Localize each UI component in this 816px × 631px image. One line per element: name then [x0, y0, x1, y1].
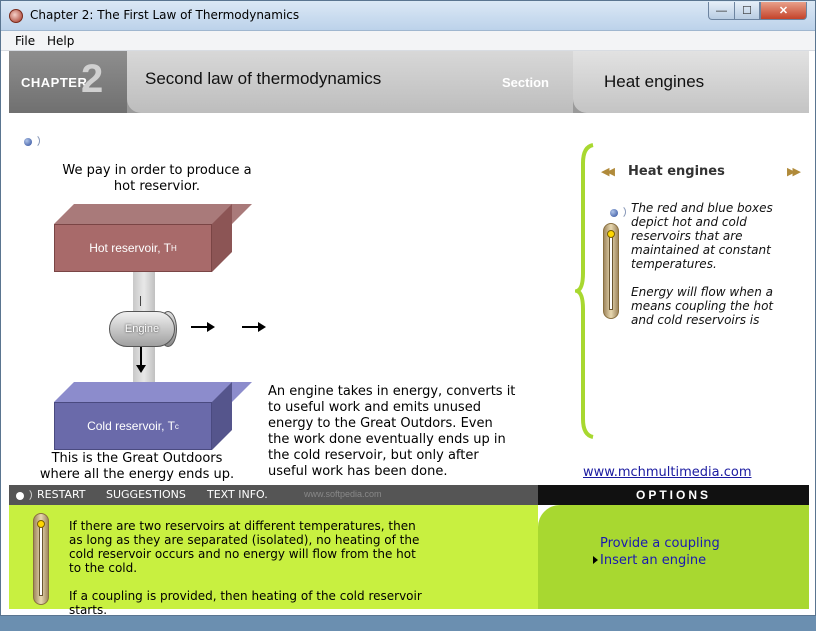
prev-icon[interactable]: ◀◀	[601, 166, 615, 178]
info-scrollbar[interactable]	[33, 513, 49, 605]
flow-tick	[140, 296, 141, 306]
panel-text: The red and blue boxes depict hot and co…	[631, 201, 791, 341]
cold-reservoir-side	[212, 382, 232, 450]
menu-bar: File Help	[1, 31, 815, 51]
options-panel: Provide a coupling Insert an engine	[538, 505, 809, 609]
info-paragraph-1: If there are two reservoirs at different…	[69, 519, 420, 575]
chapter-label: CHAPTER	[21, 75, 88, 90]
info-paragraph-2: If a coupling is provided, then heating …	[69, 589, 422, 617]
panel-speaker-icon[interactable]	[610, 204, 626, 220]
panel-scrollbar[interactable]	[603, 223, 619, 319]
panel-scroll-thumb[interactable]	[607, 230, 615, 238]
hot-reservoir-side	[212, 204, 232, 272]
cold-reservoir-subscript: c	[174, 421, 179, 431]
title-box: Second law of thermodynamics Section	[127, 51, 573, 113]
menu-file[interactable]: File	[15, 34, 36, 48]
minimize-button[interactable]: —	[708, 2, 735, 20]
app-window: Chapter 2: The First Law of Thermodynami…	[0, 0, 816, 617]
top-caption: We pay in order to produce a hot reservi…	[62, 163, 252, 194]
info-scroll-track	[39, 526, 43, 596]
options-header: OPTIONS	[538, 485, 809, 505]
flow-down-arrow	[136, 347, 146, 373]
window-title: Chapter 2: The First Law of Thermodynami…	[30, 8, 300, 22]
cold-reservoir-label: Cold reservoir, T	[87, 419, 175, 433]
close-button[interactable]: ✕	[760, 2, 807, 20]
panel-paragraph-2: Energy will flow when a means coupling t…	[631, 285, 774, 327]
section-label: Section	[502, 75, 549, 90]
section-title: Heat engines	[604, 72, 705, 91]
explanation-text: An engine takes in energy, converts it t…	[268, 384, 516, 479]
text-info-button[interactable]: TEXT INFO.	[207, 488, 268, 501]
curly-brace	[575, 143, 594, 439]
menu-help[interactable]: Help	[47, 34, 75, 48]
chapter-box: CHAPTER 2	[9, 51, 127, 113]
toolbar: RESTART SUGGESTIONS TEXT INFO. www.softp…	[9, 485, 538, 505]
bottom-caption: This is the Great Outdoors where all the…	[39, 451, 235, 482]
info-text: If there are two reservoirs at different…	[69, 519, 429, 631]
panel-title: Heat engines	[628, 164, 725, 179]
toolbar-speaker-icon[interactable]	[16, 487, 32, 503]
maximize-button[interactable]: ☐	[734, 2, 760, 20]
info-scroll-thumb[interactable]	[37, 520, 45, 528]
hot-reservoir-subscript: H	[171, 243, 177, 253]
selected-option-marker	[593, 556, 598, 564]
option-provide-coupling[interactable]: Provide a coupling	[600, 536, 720, 551]
title-bar[interactable]: Chapter 2: The First Law of Thermodynami…	[1, 1, 815, 31]
panel-scroll-track	[609, 236, 613, 310]
chapter-header: CHAPTER 2 Second law of thermodynamics S…	[9, 51, 809, 113]
engine[interactable]: Engine	[109, 311, 175, 347]
hot-reservoir-label: Hot reservoir, T	[89, 241, 172, 255]
restart-button[interactable]: RESTART	[37, 488, 86, 501]
work-arrow-2	[242, 322, 266, 332]
content-area: We pay in order to produce a hot reservi…	[9, 113, 809, 485]
speaker-icon[interactable]	[24, 133, 40, 149]
page-title: Second law of thermodynamics	[145, 69, 382, 88]
option-insert-engine[interactable]: Insert an engine	[600, 553, 707, 568]
work-arrow-1	[191, 322, 215, 332]
suggestions-button[interactable]: SUGGESTIONS	[106, 488, 186, 501]
app-icon	[9, 9, 23, 23]
watermark: www.softpedia.com	[304, 489, 382, 499]
website-link[interactable]: www.mchmultimedia.com	[583, 465, 752, 480]
panel-paragraph-1: The red and blue boxes depict hot and co…	[631, 201, 773, 271]
chapter-number: 2	[81, 57, 104, 101]
section-box: Heat engines	[573, 51, 809, 113]
next-icon[interactable]: ▶▶	[787, 166, 801, 178]
info-panel: If there are two reservoirs at different…	[9, 505, 538, 617]
